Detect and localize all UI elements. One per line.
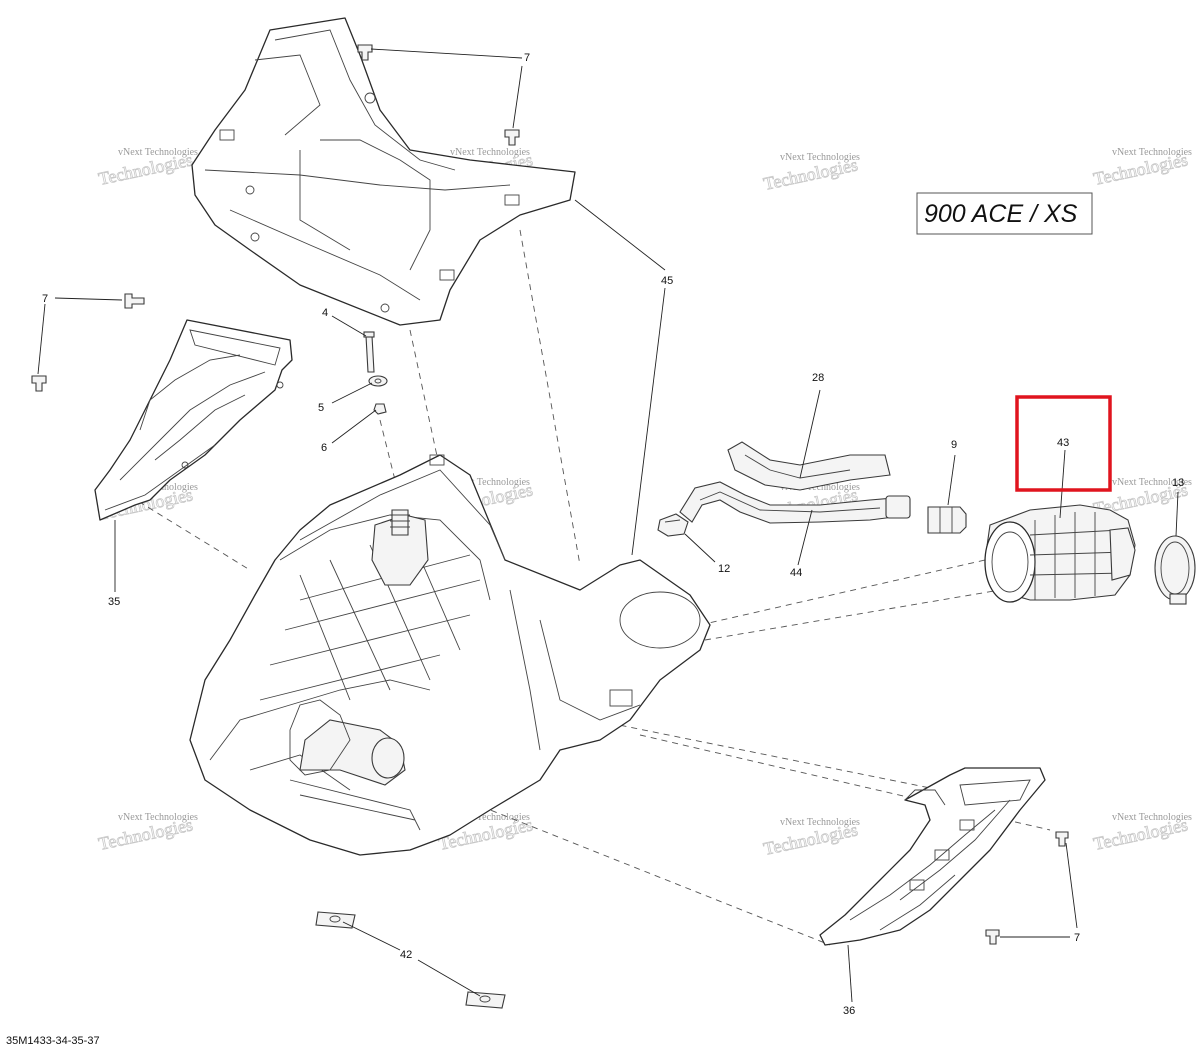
drawing-code: 35M1433-34-35-37 — [6, 1035, 100, 1047]
part-4-bolt[interactable] — [363, 331, 375, 373]
callout-9: 9 — [951, 439, 957, 451]
callout-4: 4 — [322, 307, 328, 319]
part-6-nut[interactable] — [373, 403, 387, 415]
part-36-right-side-panel[interactable] — [819, 767, 1046, 946]
part-12-clamp[interactable] — [657, 513, 689, 537]
callout-12: 12 — [718, 563, 730, 575]
callout-7: 7 — [524, 52, 530, 64]
fastener-7-top-a[interactable] — [357, 44, 373, 61]
part-44-hose[interactable] — [679, 481, 911, 524]
watermark-text: vNext Technologies — [118, 812, 198, 823]
part-45-upper-cover[interactable] — [191, 17, 576, 326]
model-label: 900 ACE / XS — [924, 200, 1078, 228]
watermark-text: vNext Technologies — [450, 812, 530, 823]
model-label-box: 900 ACE / XS — [916, 192, 1093, 235]
watermark-text: vNext Technologies — [780, 482, 860, 493]
callout-28: 28 — [812, 372, 824, 384]
watermark-text: vNext Technologies — [1112, 812, 1192, 823]
watermark-text: vNext Technologies — [780, 152, 860, 163]
callout-35: 35 — [108, 596, 120, 608]
callout-6: 6 — [321, 442, 327, 454]
callout-7: 7 — [1074, 932, 1080, 944]
watermark-text: vNext Technologies — [780, 817, 860, 828]
part-9-fitting[interactable] — [927, 506, 967, 534]
callout-44: 44 — [790, 567, 802, 579]
callout-labels: 7 45 7 4 5 6 35 28 9 12 44 43 13 36 7 42 — [42, 52, 1184, 1017]
fastener-7-top-b[interactable] — [504, 129, 520, 146]
highlight-box-part-43 — [1015, 395, 1112, 492]
callout-7: 7 — [42, 293, 48, 305]
watermark-text: vNext Technologies — [1112, 477, 1192, 488]
fastener-7-left-b[interactable] — [31, 375, 47, 392]
callout-42: 42 — [400, 949, 412, 961]
airbox-housing-main[interactable] — [189, 454, 711, 856]
watermark-text: vNext Technologies — [450, 147, 530, 158]
part-13-clamp-ring[interactable] — [1154, 535, 1196, 605]
fastener-7-right-b[interactable] — [985, 929, 1000, 945]
fastener-7-left-a[interactable] — [124, 293, 145, 309]
part-42-pad-a[interactable] — [315, 911, 356, 929]
callout-5: 5 — [318, 402, 324, 414]
part-5-washer[interactable] — [368, 375, 388, 387]
part-42-pad-b[interactable] — [465, 991, 506, 1009]
part-28-hose[interactable] — [727, 441, 891, 491]
part-35-left-side-panel[interactable] — [94, 319, 293, 521]
callout-43: 43 — [1057, 437, 1069, 449]
fastener-7-right-a[interactable] — [1055, 831, 1069, 847]
watermark-text: vNext Technologies — [118, 147, 198, 158]
callout-36: 36 — [843, 1005, 855, 1017]
leader-lines — [37, 48, 1179, 1003]
watermark-text: vNext Technologies — [1112, 147, 1192, 158]
watermark-text: vNext Technologies — [450, 477, 530, 488]
part-43-intake-silencer[interactable] — [984, 504, 1136, 603]
callout-45: 45 — [661, 275, 673, 287]
callout-13: 13 — [1172, 477, 1184, 489]
